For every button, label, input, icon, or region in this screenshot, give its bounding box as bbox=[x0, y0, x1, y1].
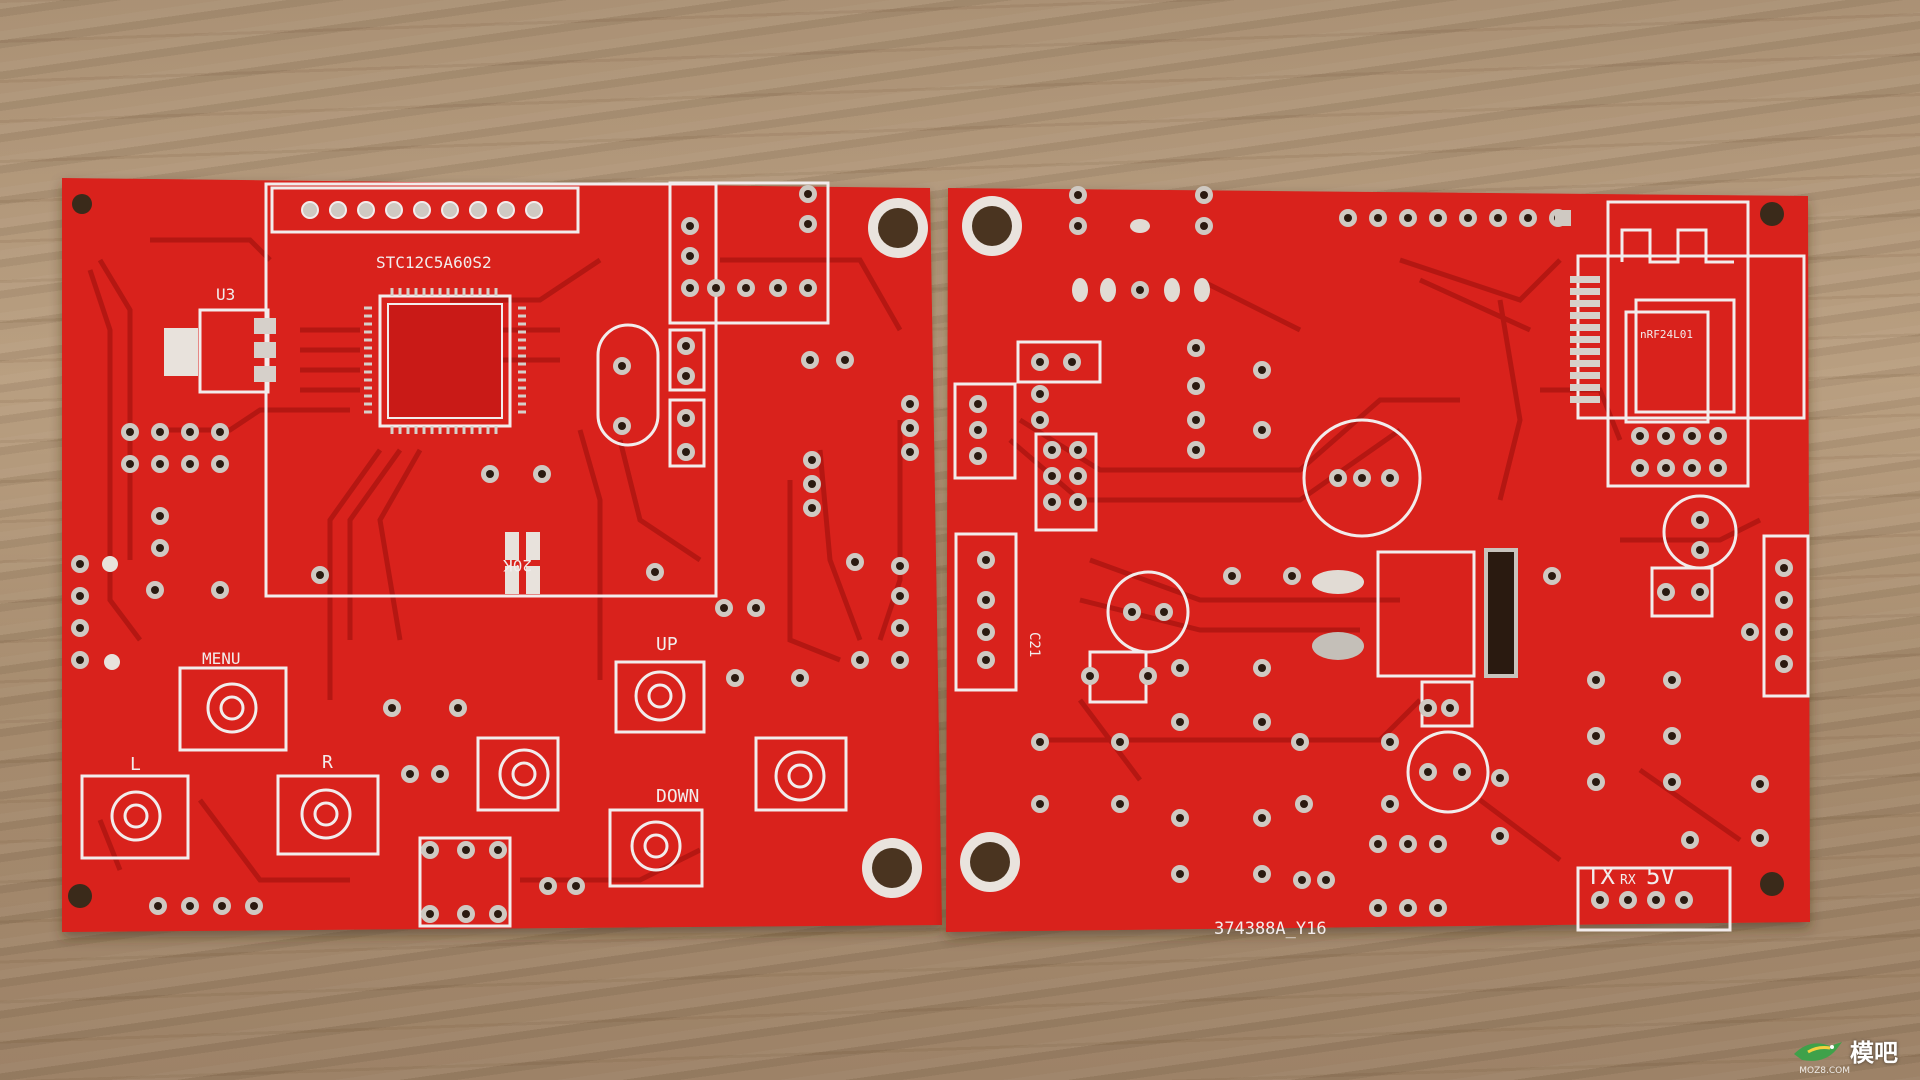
menu-button-label: MENU bbox=[202, 649, 241, 668]
regulator-label: U3 bbox=[216, 285, 235, 304]
left-board-regulator-footprint bbox=[164, 318, 276, 382]
watermark-text: 模吧 bbox=[1850, 1039, 1898, 1067]
left-board-mounting-holes bbox=[68, 194, 928, 908]
right-board-rf-header bbox=[1570, 276, 1600, 403]
left-board-pads bbox=[71, 185, 919, 923]
left-pcb-board bbox=[62, 178, 942, 932]
right-board-power-pad bbox=[1312, 548, 1518, 678]
right-button-label: R bbox=[322, 752, 333, 773]
left-board-labels: STC12C5A60S2 U3 20K MENU UP DOWN L R bbox=[130, 253, 699, 807]
mcu-label: STC12C5A60S2 bbox=[376, 253, 492, 272]
serial-rx-label: RX bbox=[1620, 873, 1636, 888]
left-board-tactile-switch-footprints bbox=[110, 670, 826, 872]
left-button-label: L bbox=[130, 754, 141, 775]
down-button-label: DOWN bbox=[656, 786, 699, 807]
watermark-subtext: MOZ8.COM bbox=[1799, 1066, 1850, 1076]
capacitor-label: C21 bbox=[1026, 632, 1042, 657]
board-code-label: 374388A_Y16 bbox=[1214, 919, 1327, 939]
left-board-mcu-footprint bbox=[364, 288, 526, 434]
serial-5v-label: 5V bbox=[1646, 862, 1675, 890]
right-board-silkscreen bbox=[953, 200, 1810, 932]
right-board-labels: 374388A_Y16 TX RX 5V C21 nRF24L01 bbox=[1026, 328, 1693, 939]
serial-tx-label: TX bbox=[1586, 862, 1615, 890]
right-board-pads bbox=[969, 186, 1793, 917]
site-watermark: 模吧 bbox=[1790, 1033, 1898, 1068]
up-button-label: UP bbox=[656, 634, 678, 655]
resistor-label: 20K bbox=[503, 556, 532, 575]
rf-module-label: nRF24L01 bbox=[1640, 328, 1693, 341]
right-board-mounting-holes bbox=[960, 196, 1784, 896]
bird-logo-icon bbox=[1790, 1036, 1846, 1066]
